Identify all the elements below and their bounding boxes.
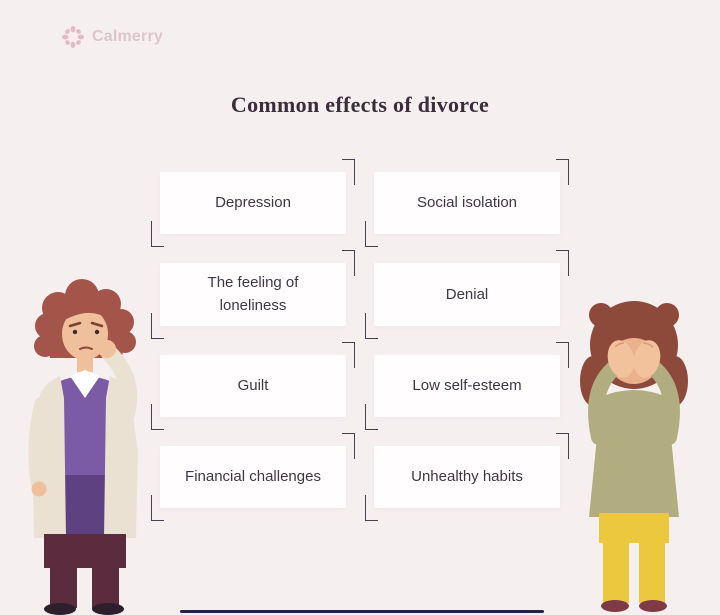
effect-label: Financial challenges xyxy=(185,467,321,485)
effect-card-unhealthy-habits: Unhealthy habits xyxy=(365,432,569,521)
effect-label: Low self-esteem xyxy=(412,376,522,394)
effect-label: Social isolation xyxy=(416,194,518,212)
brand-logo: Calmerry xyxy=(62,26,163,48)
effect-card-guilt: Guilt xyxy=(151,341,355,430)
effect-label: Depression xyxy=(215,194,291,212)
flower-icon xyxy=(62,26,84,48)
stressed-man-illustration xyxy=(28,279,138,615)
floor-line xyxy=(180,610,544,613)
effect-card-financial-challenges: Financial challenges xyxy=(151,432,355,521)
effect-label: Unhealthy habits xyxy=(411,467,523,485)
effect-label: The feeling of loneliness xyxy=(207,274,299,315)
crying-woman-illustration xyxy=(580,301,688,612)
effect-card-low-self-esteem: Low self-esteem xyxy=(365,341,569,430)
effect-card-social-isolation: Social isolation xyxy=(365,159,569,247)
effect-card-depression: Depression xyxy=(151,159,355,247)
effect-card-denial: Denial xyxy=(365,250,569,338)
effect-label: Denial xyxy=(445,285,489,303)
effects-grid: Depression Social isolation The feeling … xyxy=(151,159,569,521)
effect-card-loneliness: The feeling of loneliness xyxy=(151,250,355,338)
page-title: Common effects of divorce xyxy=(230,92,490,117)
effect-label: Guilt xyxy=(237,376,269,394)
brand-name: Calmerry xyxy=(92,28,163,45)
